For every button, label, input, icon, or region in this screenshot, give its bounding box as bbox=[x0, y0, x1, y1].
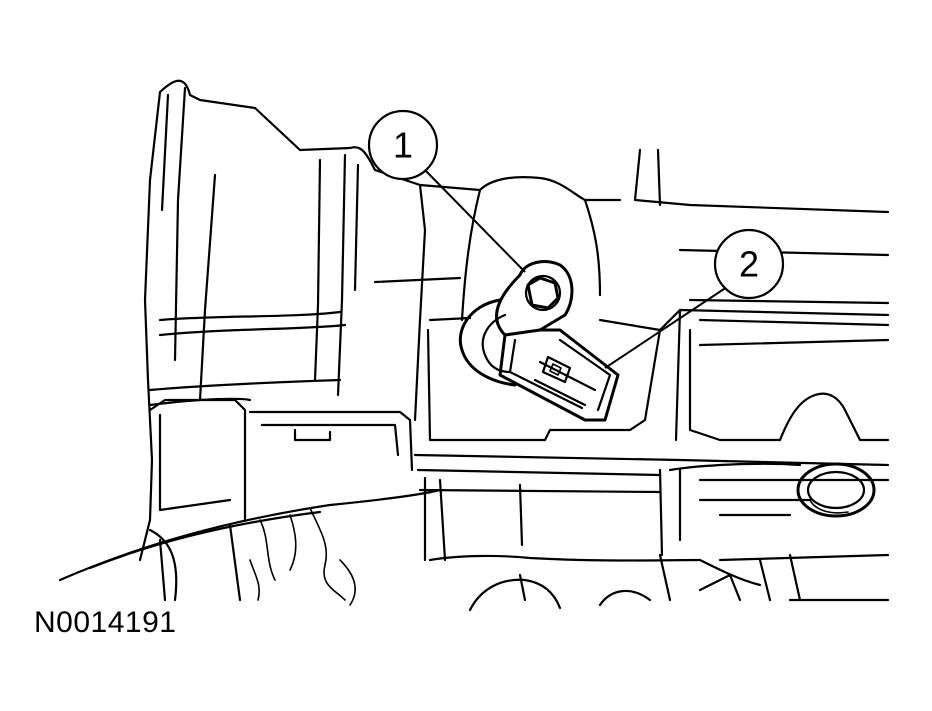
valve-body-housing bbox=[373, 148, 890, 612]
figure-id-label: N0014191 bbox=[34, 606, 177, 639]
case-port bbox=[796, 462, 876, 518]
transmission-case bbox=[58, 79, 442, 606]
callout-2-number: 2 bbox=[739, 244, 759, 285]
callout-2: 2 bbox=[604, 228, 785, 369]
sensor-bolt-icon bbox=[526, 276, 560, 310]
callout-1: 1 bbox=[367, 109, 526, 273]
callout-1-number: 1 bbox=[393, 125, 413, 166]
speed-sensor bbox=[458, 260, 620, 422]
